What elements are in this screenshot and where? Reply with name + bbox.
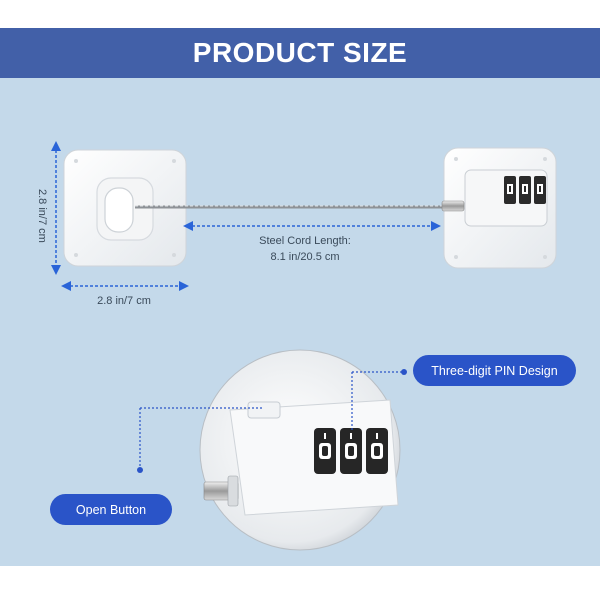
cord-length-value: 8.1 in/20.5 cm <box>270 251 340 263</box>
pin-leader-line <box>351 369 407 430</box>
width-arrow <box>61 281 189 291</box>
lock-closeup-lens <box>199 349 401 551</box>
width-dimension-label: 2.8 in/7 cm <box>97 295 151 307</box>
page-title: PRODUCT SIZE <box>192 37 408 68</box>
open-button-callout: Open Button <box>50 494 172 525</box>
right-lock-plate <box>441 147 557 269</box>
cord-length-arrow <box>183 221 441 231</box>
pin-design-callout: Three-digit PIN Design <box>413 355 576 386</box>
cord-length-label: Steel Cord Length: 8.1 in/20.5 cm <box>180 233 430 265</box>
height-dimension-label: 2.8 in/7 cm <box>36 189 48 243</box>
open-button-leader-line <box>137 407 262 473</box>
header-band: PRODUCT SIZE <box>0 28 600 78</box>
steel-cord <box>135 205 447 209</box>
cord-length-title: Steel Cord Length: <box>259 235 351 247</box>
height-arrow <box>51 141 61 275</box>
